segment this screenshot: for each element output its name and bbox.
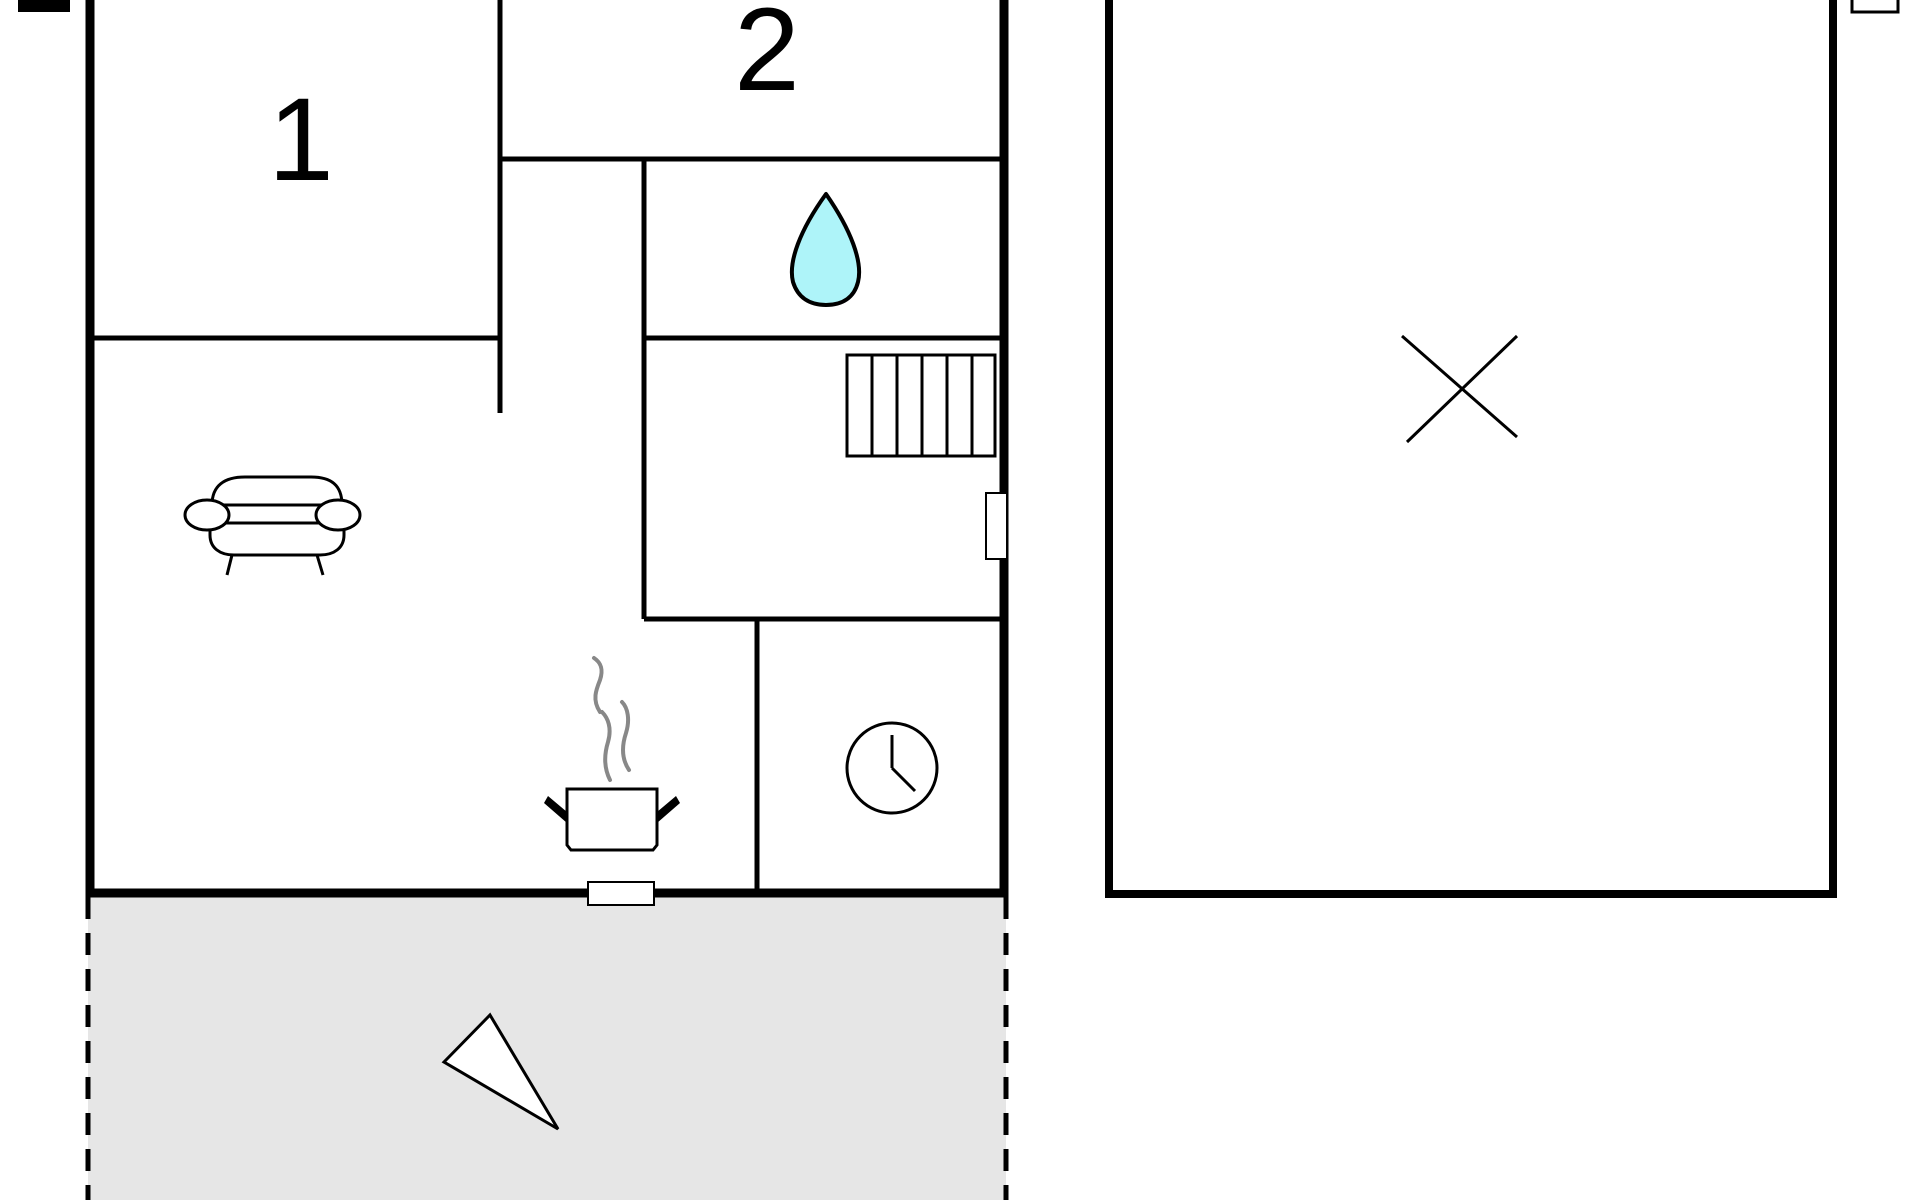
- room-label-bedroom-1: 1: [268, 74, 334, 206]
- stairs-icon: [845, 353, 997, 458]
- terrace: [85, 897, 1009, 1200]
- window-right-wall: [985, 492, 1008, 560]
- terrace-area: [88, 897, 1006, 1200]
- cooking-pot-icon: [544, 656, 680, 852]
- entrance-door: [587, 881, 655, 906]
- clock-icon: [845, 721, 939, 815]
- corner-mark-top-right: [1850, 0, 1900, 14]
- sofa-icon: [183, 475, 362, 576]
- room-label-bedroom-2: 2: [734, 0, 800, 116]
- house-walls: [85, 0, 1009, 898]
- water-drop-icon: [790, 192, 861, 307]
- x-mark-icon: [1401, 334, 1519, 444]
- annex-building: [1105, 0, 1837, 898]
- corner-mark-top-left: [18, 0, 70, 12]
- sun-lounger-icon: [441, 1012, 560, 1131]
